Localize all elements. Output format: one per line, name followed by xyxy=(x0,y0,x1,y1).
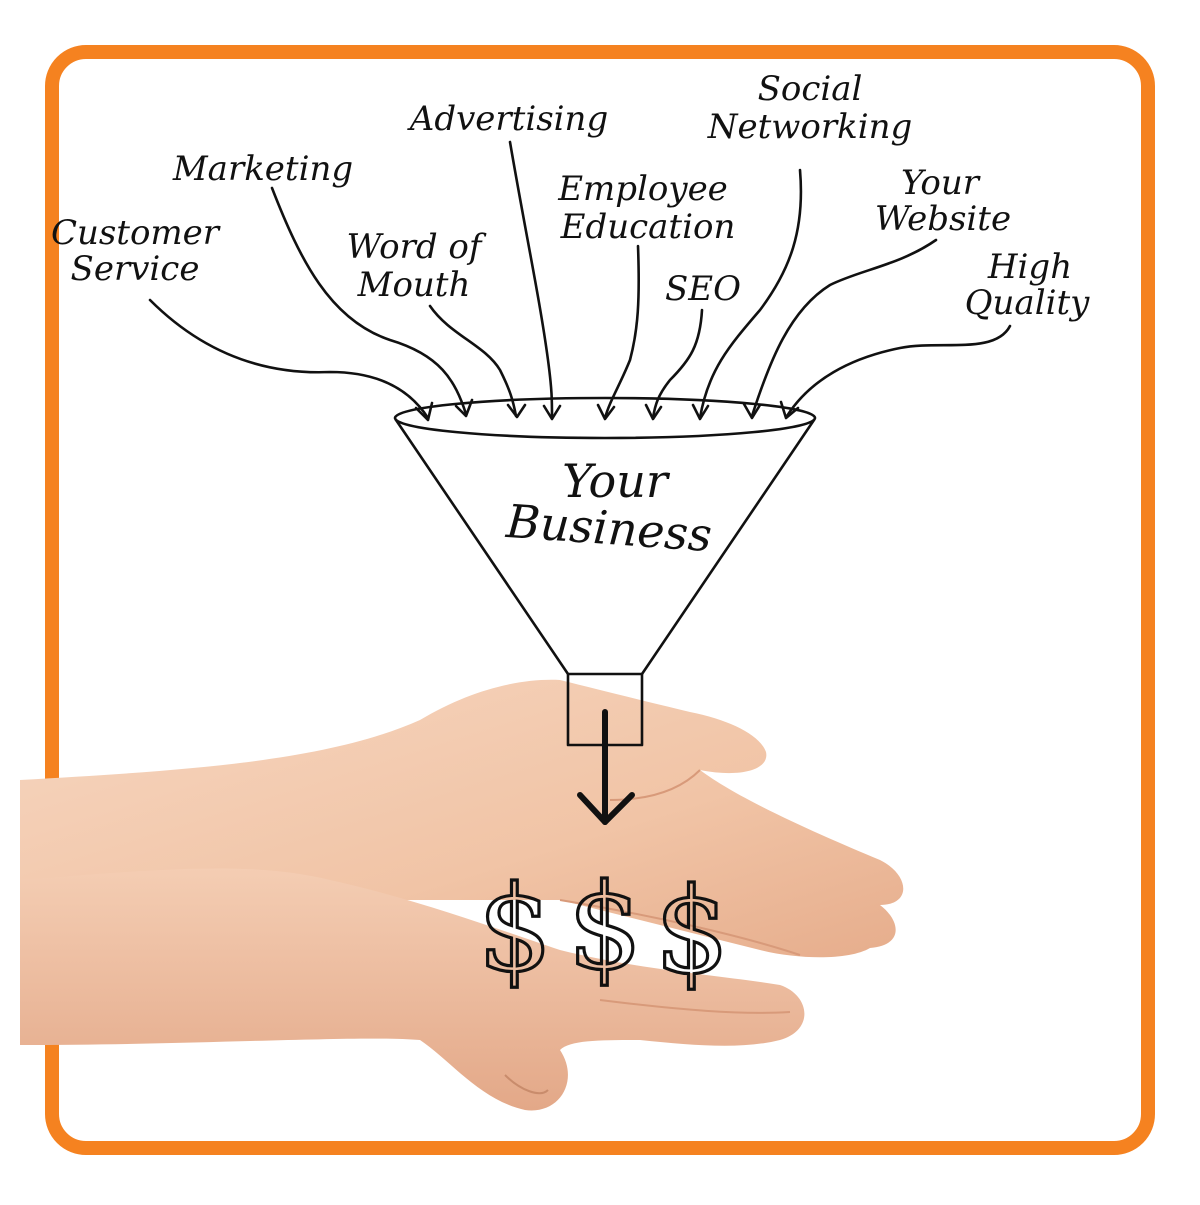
output-symbols: $ $ $ xyxy=(477,858,729,1000)
hands-illustration xyxy=(20,680,903,1111)
input-label-employee-education-l1: Employee xyxy=(557,169,728,209)
input-label-your-website-l2: Website xyxy=(875,199,1011,239)
input-labels: Customer Service Marketing Word of Mouth… xyxy=(51,69,1090,323)
funnel-title-line2: Business xyxy=(504,494,714,562)
dollar-sign-1: $ xyxy=(477,860,552,998)
input-label-word-of-mouth-l1: Word of xyxy=(347,227,487,267)
input-label-your-website-l1: Your xyxy=(901,163,981,203)
dollar-sign-3: $ xyxy=(654,862,729,1000)
connector-arrow xyxy=(744,240,936,418)
input-label-seo: SEO xyxy=(665,269,741,309)
input-label-customer-service-l1: Customer xyxy=(51,213,221,253)
connector-arrow xyxy=(646,310,702,419)
connector-arrow xyxy=(781,326,1010,418)
connector-arrow xyxy=(510,142,560,419)
connector-arrow xyxy=(598,246,639,419)
input-label-high-quality-l2: Quality xyxy=(965,283,1090,323)
input-label-employee-education-l2: Education xyxy=(560,207,736,247)
input-label-social-networking-l1: Social xyxy=(758,69,863,109)
input-label-customer-service-l2: Service xyxy=(71,249,200,289)
connector-arrow xyxy=(150,300,432,420)
input-label-advertising: Advertising xyxy=(407,99,608,139)
dollar-sign-2: $ xyxy=(567,858,642,996)
input-label-marketing: Marketing xyxy=(172,149,353,189)
input-label-social-networking-l2: Networking xyxy=(707,107,913,147)
input-label-word-of-mouth-l2: Mouth xyxy=(357,265,471,305)
input-label-high-quality-l1: High xyxy=(987,247,1072,287)
